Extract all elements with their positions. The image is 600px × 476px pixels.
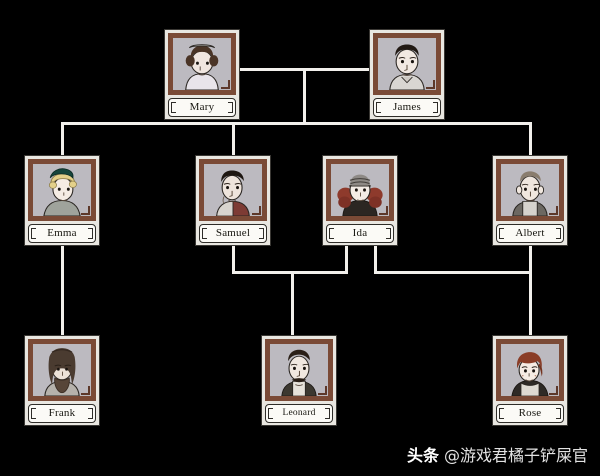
person-card-albert[interactable]: Albert	[493, 156, 567, 245]
person-card-leonard[interactable]: Leonard	[262, 336, 336, 425]
portrait-frame	[28, 159, 96, 221]
plate-notch-icon	[376, 102, 381, 113]
connector-samuel-ida-join	[232, 271, 348, 274]
portrait-frame	[199, 159, 267, 221]
person-card-emma[interactable]: Emma	[25, 156, 99, 245]
person-name: Albert	[515, 227, 545, 239]
person-name: Rose	[518, 407, 542, 419]
portrait-leonard	[270, 344, 328, 396]
person-card-samuel[interactable]: Samuel	[196, 156, 270, 245]
name-plate: Albert	[496, 224, 564, 243]
plate-notch-icon	[325, 408, 330, 419]
name-plate: James	[373, 98, 441, 117]
connector-rose-drop	[529, 237, 532, 336]
portrait-frame	[373, 33, 441, 95]
plate-notch-icon	[556, 228, 561, 239]
plate-notch-icon	[499, 408, 504, 419]
plate-notch-icon	[88, 228, 93, 239]
person-name: Emma	[47, 227, 77, 239]
plate-notch-icon	[433, 102, 438, 113]
plate-notch-icon	[88, 408, 93, 419]
plate-notch-icon	[386, 228, 391, 239]
plate-notch-icon	[329, 228, 334, 239]
portrait-frame	[496, 159, 564, 221]
name-plate: Leonard	[265, 404, 333, 423]
person-name: Leonard	[282, 407, 316, 418]
person-name: James	[393, 101, 421, 113]
plate-notch-icon	[171, 102, 176, 113]
name-plate: Emma	[28, 224, 96, 243]
portrait-ida	[331, 164, 389, 216]
portrait-samuel	[204, 164, 262, 216]
person-card-frank[interactable]: Frank	[25, 336, 99, 425]
portrait-mary	[173, 38, 231, 90]
name-plate: Samuel	[199, 224, 267, 243]
watermark: 头条 @游戏君橘子铲屎官	[407, 442, 588, 466]
portrait-frame	[28, 339, 96, 401]
name-plate: Ida	[326, 224, 394, 243]
connector-stem-samuel	[232, 122, 235, 156]
connector-emma-frank	[61, 237, 64, 336]
plate-notch-icon	[499, 228, 504, 239]
person-card-rose[interactable]: Rose	[493, 336, 567, 425]
portrait-frame	[496, 339, 564, 401]
portrait-frame	[265, 339, 333, 401]
connector-parents-drop	[303, 68, 306, 125]
portrait-frame	[168, 33, 236, 95]
plate-notch-icon	[31, 228, 36, 239]
connector-sibling-bus	[61, 122, 532, 125]
person-name: Ida	[352, 227, 368, 239]
portrait-albert	[501, 164, 559, 216]
person-card-mary[interactable]: Mary	[165, 30, 239, 119]
person-name: Samuel	[215, 227, 251, 239]
connector-leonard-drop	[291, 271, 294, 336]
portrait-frank	[33, 344, 91, 396]
plate-notch-icon	[202, 228, 207, 239]
person-name: Frank	[48, 407, 76, 419]
plate-notch-icon	[228, 102, 233, 113]
person-card-james[interactable]: James	[370, 30, 444, 119]
connector-stem-emma	[61, 122, 64, 156]
connector-ida-left-down	[345, 237, 348, 272]
portrait-rose	[501, 344, 559, 396]
connector-samuel-down	[232, 237, 235, 272]
name-plate: Mary	[168, 98, 236, 117]
watermark-brand: 头条	[406, 446, 439, 465]
name-plate: Frank	[28, 404, 96, 423]
plate-notch-icon	[259, 228, 264, 239]
connector-ida-right-down	[374, 237, 377, 272]
portrait-frame	[326, 159, 394, 221]
plate-notch-icon	[31, 408, 36, 419]
connector-ida-albert-join	[374, 271, 532, 274]
connector-stem-albert	[529, 122, 532, 156]
person-name: Mary	[189, 101, 215, 113]
name-plate: Rose	[496, 404, 564, 423]
plate-notch-icon	[556, 408, 561, 419]
portrait-james	[378, 38, 436, 90]
person-card-ida[interactable]: Ida	[323, 156, 397, 245]
watermark-handle: @游戏君橘子铲屎官	[443, 446, 588, 465]
plate-notch-icon	[268, 408, 273, 419]
portrait-emma	[33, 164, 91, 216]
